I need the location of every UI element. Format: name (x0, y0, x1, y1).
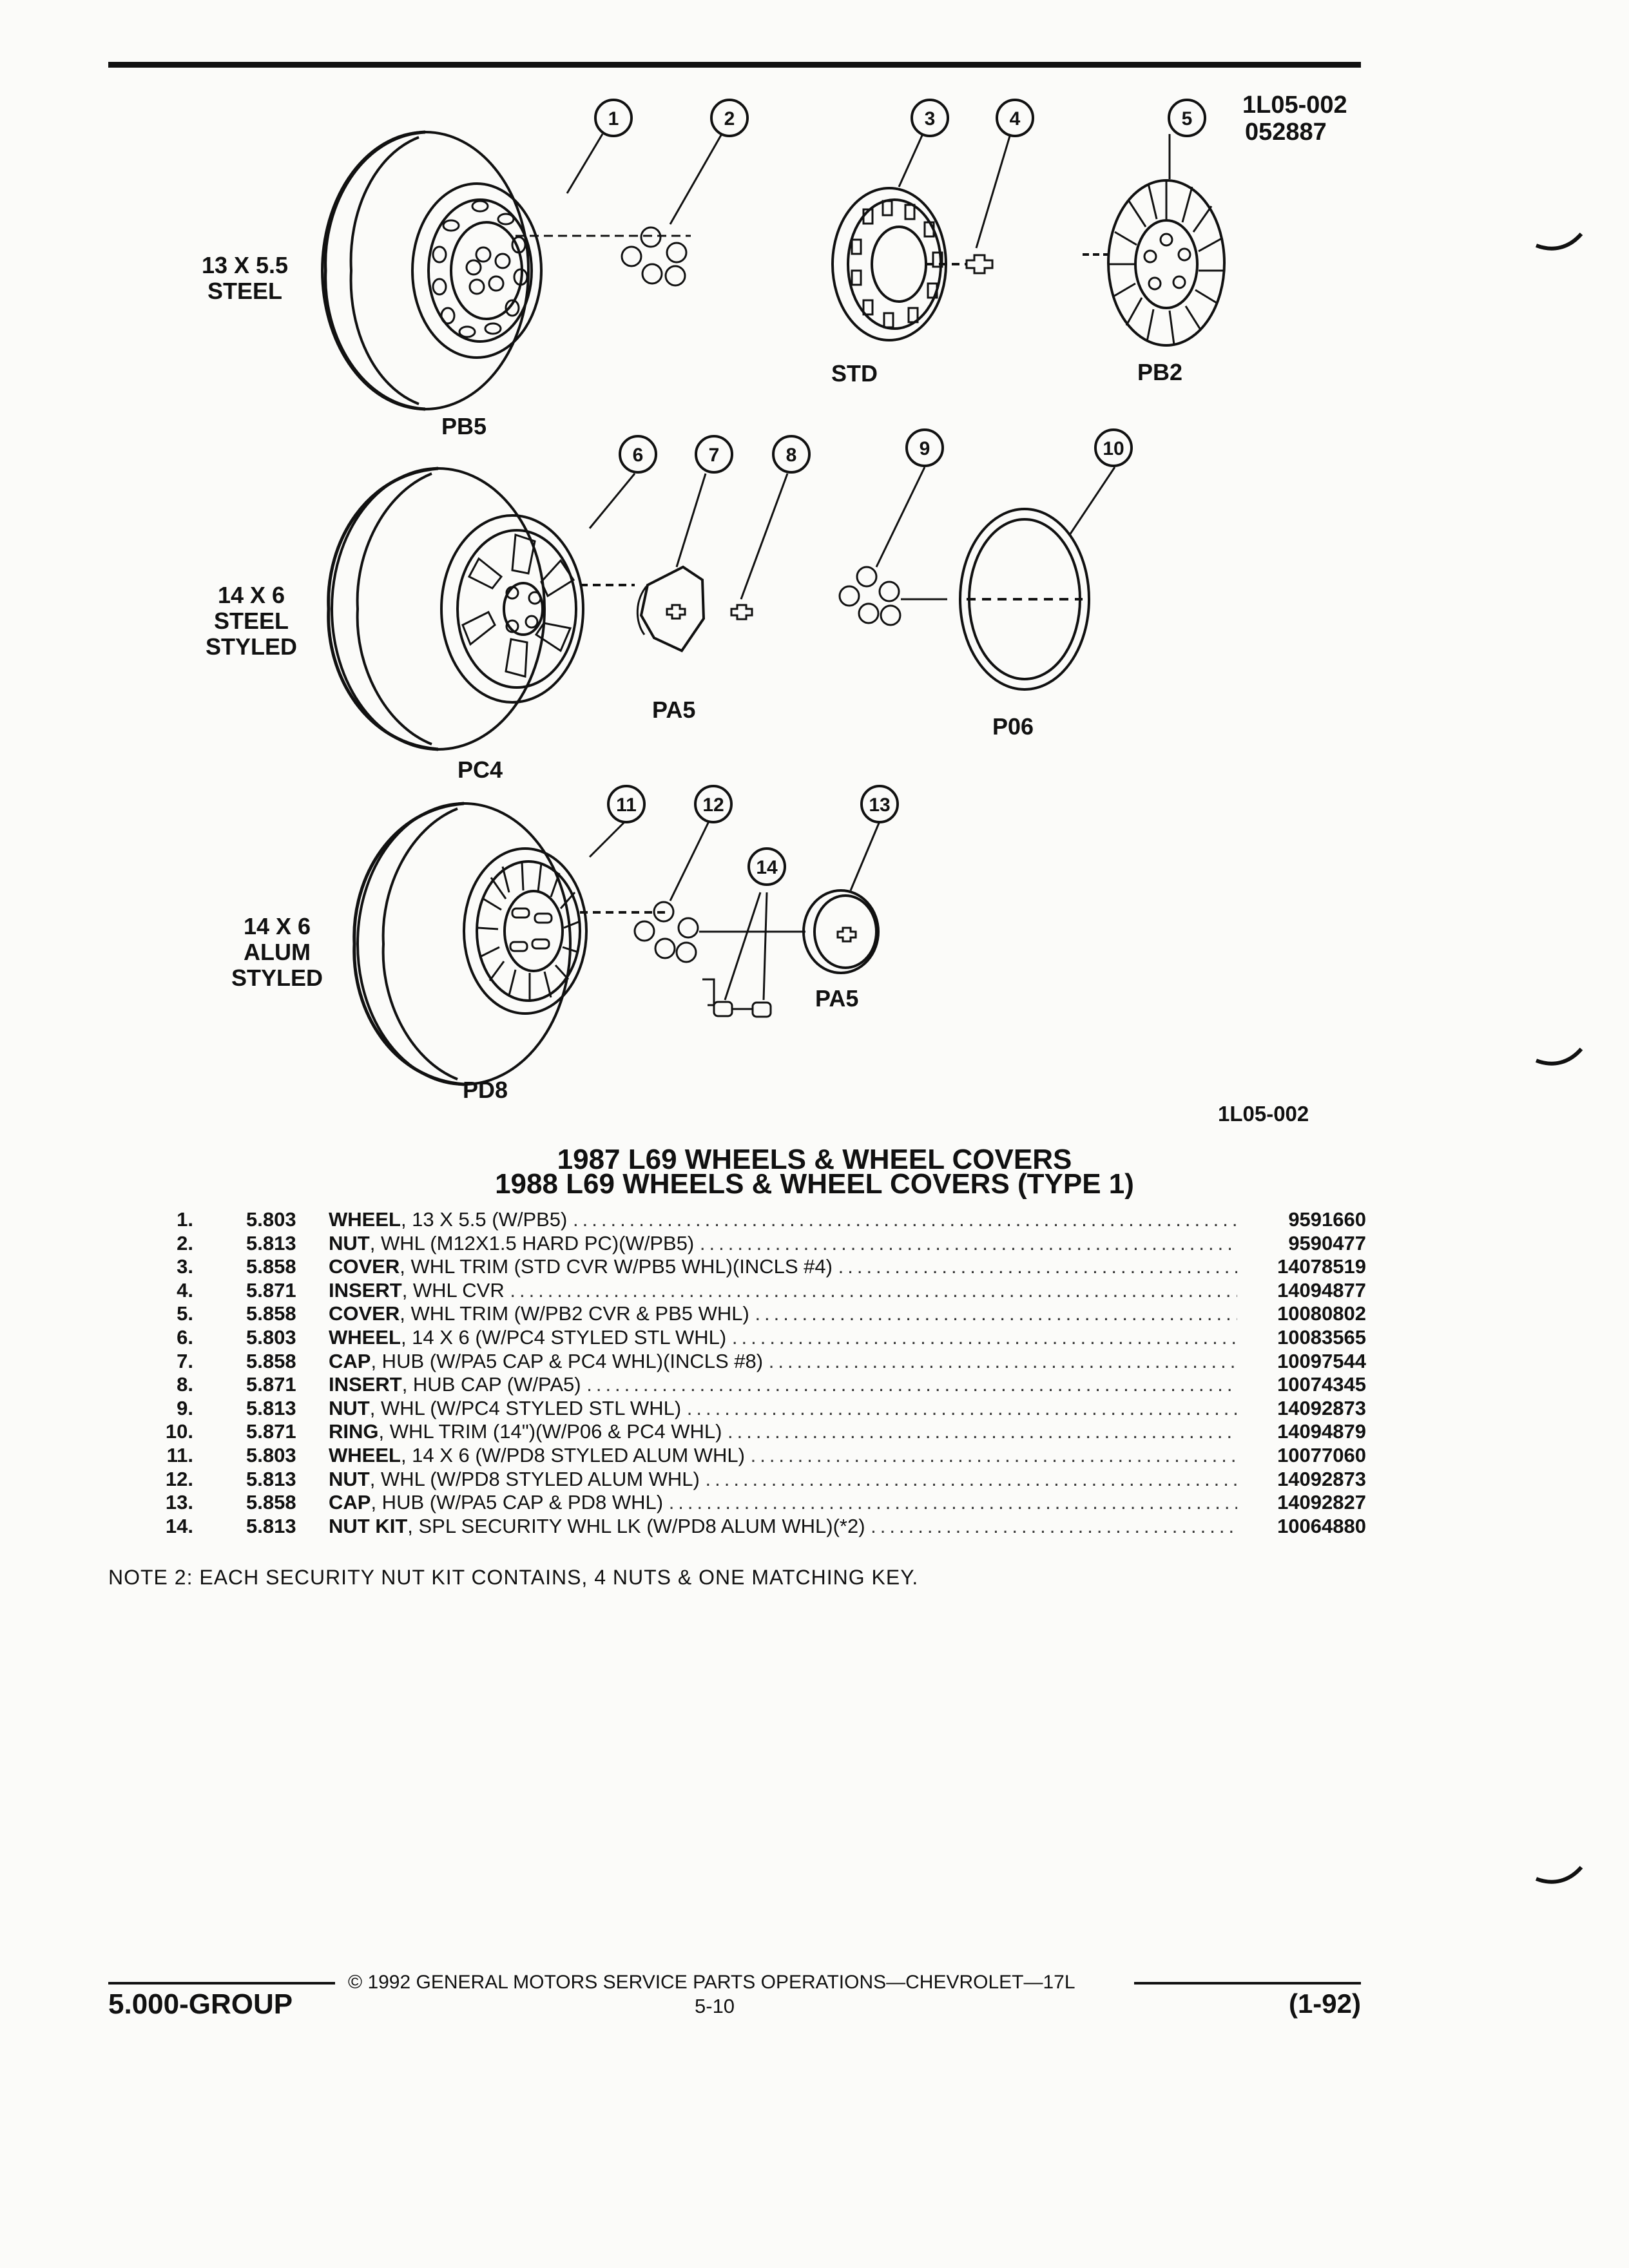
wheel2-size-label: 14 X 6 STEEL STYLED (205, 582, 297, 660)
std-cover-label: STD (831, 360, 878, 387)
callout-14: 14 (756, 857, 778, 878)
callout-11: 11 (616, 794, 637, 816)
lug-nuts-12 (633, 901, 805, 963)
wheel2-code: PC4 (458, 756, 503, 783)
callout-10: 10 (1103, 438, 1124, 459)
callout-12: 12 (702, 794, 724, 816)
hub-cap-pa5-steel (636, 565, 753, 653)
ref-date: 052887 (1245, 119, 1327, 146)
wheel3-code: PD8 (463, 1077, 508, 1103)
callout-circles (594, 99, 1206, 886)
wheel-steel-styled-14 (327, 466, 635, 751)
cap3-code: PA5 (815, 985, 859, 1012)
binder-mark (1535, 1865, 1583, 1884)
pb2-cover-label: PB2 (1137, 359, 1183, 385)
footer-page-number: 5-10 (695, 1995, 735, 2017)
binder-mark (1535, 232, 1583, 251)
figure-code: 1L05-002 (1218, 1102, 1309, 1126)
footer-copyright: © 1992 GENERAL MOTORS SERVICE PARTS OPER… (348, 1972, 1075, 1993)
pb2-wheel-cover (1083, 179, 1226, 347)
cap2-code: PA5 (652, 697, 696, 723)
wheel-alum-styled-14 (352, 802, 667, 1086)
footer-rule-left (108, 1982, 335, 1984)
std-wheel-cover (831, 187, 994, 341)
wheel3-size-label: 14 X 6 ALUM STYLED (231, 913, 323, 991)
callout-3: 3 (925, 108, 936, 130)
wheel1-code: PB5 (441, 413, 487, 439)
ref-code: 1L05-002 (1242, 91, 1347, 119)
footer-date: (1-92) (1288, 1988, 1361, 2019)
callout-6: 6 (633, 445, 644, 466)
callout-2: 2 (724, 108, 735, 130)
ring-code: P06 (992, 713, 1034, 740)
lug-nuts-9 (838, 566, 947, 626)
section-title-1988: 1988 L69 WHEELS & WHEEL COVERS (TYPE 1) (495, 1168, 1134, 1200)
callout-5: 5 (1182, 108, 1193, 130)
top-rule (108, 62, 1361, 68)
security-nut-note: NOTE 2: EACH SECURITY NUT KIT CONTAINS, … (108, 1566, 919, 1589)
callout-1: 1 (608, 108, 619, 130)
wheel1-size-label: 13 X 5.5 STEEL (201, 252, 289, 304)
wheel-diagram: 1 2 3 4 5 6 7 8 9 10 11 12 13 14 (321, 99, 1226, 1086)
hub-cap-pa5-alum (802, 889, 880, 974)
footer-group: 5.000-GROUP (108, 1988, 293, 2020)
section-title-1987: 1987 L69 WHEELS & WHEEL COVERS (557, 1144, 1072, 1175)
callout-9: 9 (920, 438, 930, 459)
binder-mark (1535, 1047, 1583, 1066)
trim-ring-p06 (959, 508, 1090, 691)
security-nuts-14 (702, 978, 772, 1018)
callout-8: 8 (786, 445, 797, 466)
callout-13: 13 (869, 794, 890, 816)
footer-rule-right (1134, 1982, 1361, 1984)
wheel-steel-13 (321, 130, 543, 411)
callout-4: 4 (1010, 108, 1021, 130)
lug-nuts-2 (516, 226, 691, 287)
callout-7: 7 (709, 445, 720, 466)
